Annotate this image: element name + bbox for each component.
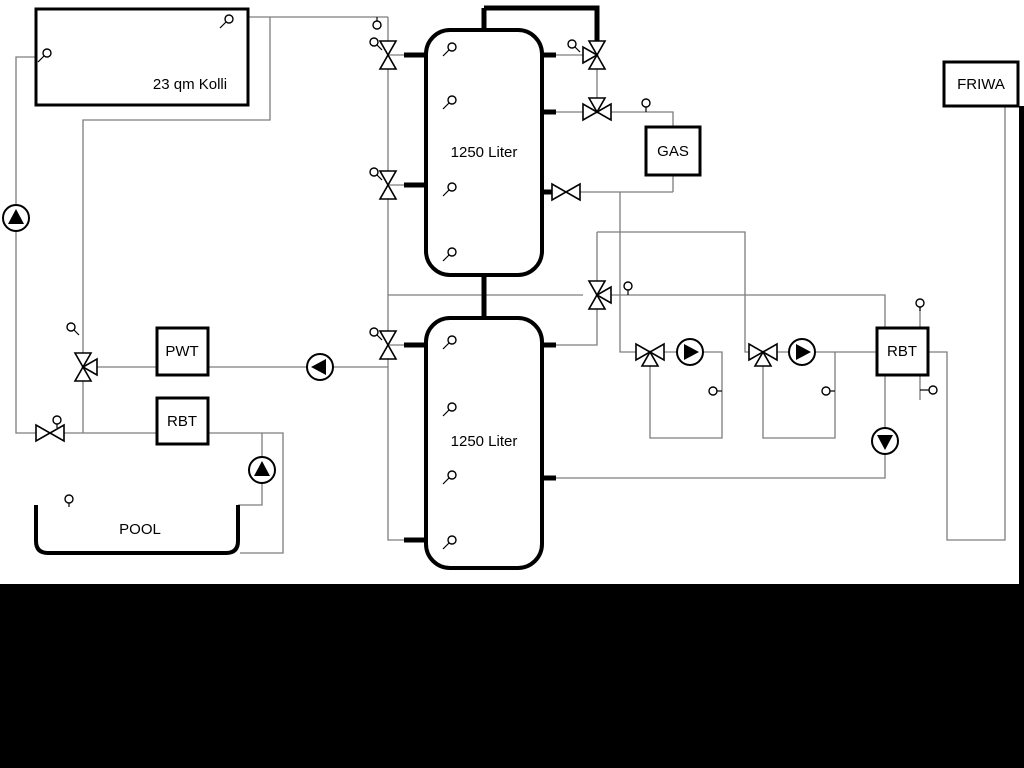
rbt-left-outline	[155, 396, 210, 446]
solar-pump-icon	[2, 204, 30, 232]
riser-valve-3-icon	[378, 330, 398, 360]
temperature-sensor-icon	[372, 17, 382, 30]
temperature-sensor-icon	[623, 281, 633, 295]
temperature-sensor-icon	[442, 335, 457, 350]
rbt-left-label: RBT	[167, 413, 197, 430]
pipe-run-tank1-gas	[556, 54, 674, 353]
rbt-right-heat-exchanger: RBT	[875, 326, 930, 377]
buffer-tank-lower: 1250 Liter	[424, 316, 544, 570]
gas-boiler-outline	[644, 125, 702, 177]
pipe-run-collector-supply	[82, 16, 388, 353]
temperature-sensor-icon	[64, 494, 74, 507]
temperature-sensors	[37, 14, 938, 550]
temperature-sensor-icon	[567, 39, 581, 53]
pool-label: POOL	[119, 521, 161, 538]
pwt-heat-exchanger: PWT	[155, 326, 210, 377]
rbt-right-outline	[875, 326, 930, 377]
pumps	[2, 204, 899, 484]
gas-mixing-valve-icon	[582, 97, 612, 122]
mid-three-way-valve-icon	[587, 280, 612, 310]
pool-outline	[34, 505, 240, 555]
gas-boiler-label: GAS	[657, 143, 689, 160]
temperature-sensor-icon	[920, 385, 938, 395]
pwt-three-way-valve-icon	[73, 352, 98, 382]
temperature-sensor-icon	[442, 182, 457, 197]
riser-valve-2-icon	[378, 170, 398, 200]
temperature-sensor-icon	[369, 37, 383, 51]
temperature-sensor-icon	[915, 298, 925, 311]
pipe-run-mid-distribution	[556, 231, 886, 353]
buffer-tank-upper: 1250 Liter	[424, 28, 544, 277]
pipe-run-friwa-rbt	[556, 106, 1006, 541]
heating-circuit-1-valve-icon	[635, 342, 665, 367]
temperature-sensor-icon	[641, 98, 651, 112]
temperature-sensor-icon	[442, 470, 457, 485]
temperature-sensor-icon	[52, 415, 62, 428]
buffer-tank-lower-label: 1250 Liter	[451, 433, 518, 450]
temperature-sensor-icon	[442, 535, 457, 550]
buffer-tank-upper-label: 1250 Liter	[451, 144, 518, 161]
pool-basin: POOL	[34, 505, 240, 555]
temperature-sensor-icon	[219, 14, 234, 29]
friwa-station-outline	[942, 60, 1020, 108]
pool-pump-icon	[248, 456, 276, 484]
pwt-circuit-pump-icon	[306, 353, 334, 381]
gas-boiler: GAS	[644, 125, 702, 177]
valves	[35, 40, 778, 443]
pwt-heat-exchanger-outline	[155, 326, 210, 377]
right-edge-matte	[1019, 106, 1024, 584]
tank1-top-three-way-valve-icon	[582, 40, 607, 70]
heating-circuit-pump-2-icon	[788, 338, 816, 366]
temperature-sensor-icon	[369, 327, 383, 341]
pwt-heat-exchanger-label: PWT	[165, 343, 198, 360]
solar-collector-outline	[34, 7, 250, 107]
pool-valve-icon	[35, 423, 65, 443]
buffer-tank-lower-outline	[424, 316, 544, 570]
pipe-network	[15, 16, 1006, 554]
tank-connection-pipes	[404, 5, 600, 543]
friwa-station-label: FRIWA	[957, 76, 1005, 93]
solar-collector: 23 qm Kolli	[34, 7, 250, 107]
temperature-sensor-icon	[442, 247, 457, 262]
temperature-sensor-icon	[442, 95, 457, 110]
tank1-mid-valve-icon	[551, 182, 581, 202]
solar-collector-label: 23 qm Kolli	[153, 76, 227, 93]
rbt-right-label: RBT	[887, 343, 917, 360]
temperature-sensor-icon	[442, 42, 457, 57]
rbt-left-heat-exchanger: RBT	[155, 396, 210, 446]
friwa-station: FRIWA	[942, 60, 1020, 108]
pipe-run-riser	[387, 17, 583, 541]
temperature-sensor-icon	[37, 48, 52, 63]
temperature-sensor-icon	[442, 402, 457, 417]
heating-circuit-2-valve-icon	[748, 342, 778, 367]
pipe-run-heating-loops	[649, 351, 877, 439]
heating-circuit-pump-1-icon	[676, 338, 704, 366]
pipe-run-collector-return-pool	[15, 56, 284, 554]
bottom-matte	[0, 584, 1024, 768]
riser-valve-1-icon	[378, 40, 398, 70]
buffer-tank-upper-outline	[424, 28, 544, 277]
temperature-sensor-icon	[66, 322, 80, 336]
temperature-sensor-icon	[821, 386, 835, 396]
temperature-sensor-icon	[369, 167, 383, 181]
friwa-pump-icon	[871, 427, 899, 455]
temperature-sensor-icon	[708, 386, 722, 396]
